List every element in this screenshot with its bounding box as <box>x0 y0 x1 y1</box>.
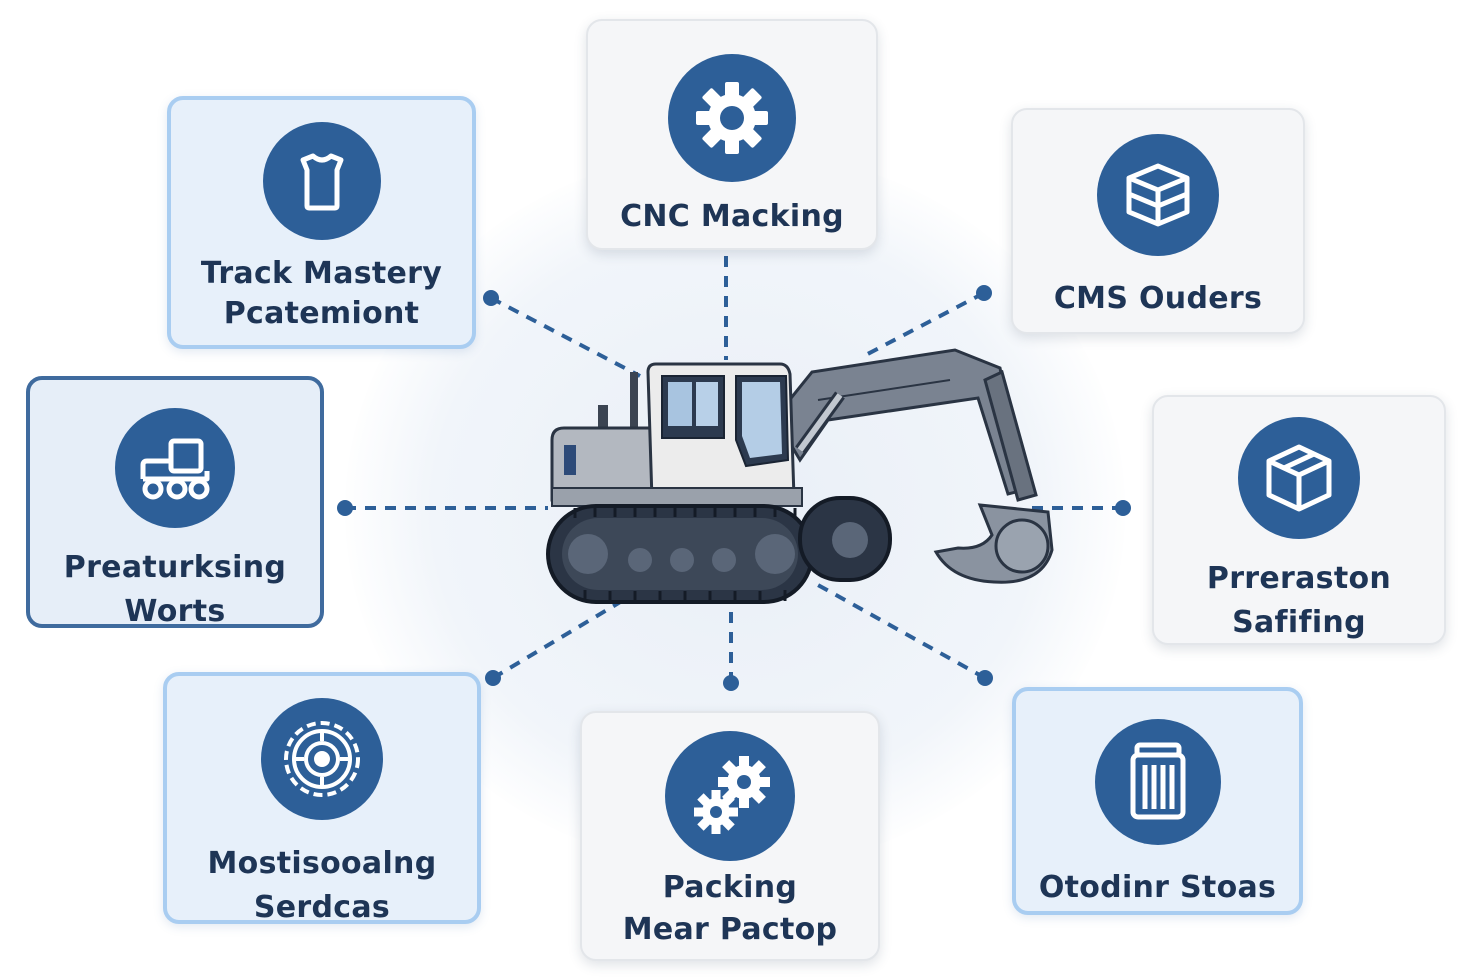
label-line: CMS Ouders <box>1053 281 1263 316</box>
tractor-icon <box>115 408 235 528</box>
connector-dot-otodinr <box>977 670 993 686</box>
card-label: Preaturksing Worts <box>64 546 286 634</box>
connector-dot-most <box>485 670 501 686</box>
label-line: Packing <box>662 870 798 905</box>
box-icon <box>1097 134 1219 256</box>
card-label: CNC Macking <box>620 196 844 238</box>
label-line: Track Mastery <box>200 256 443 291</box>
label-line: Safifing <box>1232 605 1366 640</box>
connector-dot-packing <box>723 675 739 691</box>
label-line: CNC Macking <box>620 199 844 234</box>
label-line: Worts <box>124 594 226 629</box>
label-line: Serdcas <box>253 890 391 925</box>
label-line: Pcatemiont <box>223 296 420 331</box>
label-line: Mear Pactop <box>622 912 838 947</box>
target-gear-icon <box>261 698 383 820</box>
excavator-image <box>546 348 1054 604</box>
connector-track <box>490 296 641 378</box>
card-label: Mostisooalng Serdcas <box>208 842 437 930</box>
gear-icon <box>668 54 796 182</box>
filter-cartridge-icon <box>1094 719 1221 845</box>
label-line: Prreraston <box>1206 561 1392 596</box>
card-packing-mear-pactop[interactable]: Packing Mear Pactop <box>580 711 880 961</box>
card-mostisooalng-serdcas[interactable]: Mostisooalng Serdcas <box>163 672 481 925</box>
card-cms-ouders[interactable]: CMS Ouders <box>1011 108 1305 334</box>
connector-dot-prreraston <box>1115 500 1131 516</box>
card-preaturksing-worts[interactable]: Preaturksing Worts <box>26 376 324 629</box>
card-track-mastery[interactable]: Track Mastery Pcatemiont <box>167 96 476 349</box>
label-line: Preaturksing <box>63 550 287 585</box>
label-line: Mostisooalng <box>207 846 437 881</box>
card-label: Track Mastery Pcatemiont <box>201 254 442 334</box>
connector-most <box>491 593 634 680</box>
card-cnc-macking[interactable]: CNC Macking <box>586 19 878 250</box>
card-label: CMS Ouders <box>1054 278 1262 320</box>
card-otodinr-stoas[interactable]: Otodinr Stoas <box>1012 687 1303 915</box>
connector-dot-cms <box>976 285 992 301</box>
label-line: Otodinr Stoas <box>1038 870 1277 905</box>
cube-icon <box>1238 417 1360 539</box>
card-label: Prreraston Safifing <box>1207 557 1391 645</box>
gears-icon <box>665 731 795 861</box>
connector-cms <box>859 291 985 360</box>
shirt-icon <box>262 122 381 240</box>
card-label: Otodinr Stoas <box>1039 867 1276 909</box>
card-prreraston-safifing[interactable]: Prreraston Safifing <box>1152 395 1446 645</box>
connector-otodinr <box>817 583 986 680</box>
card-label: Packing Mear Pactop <box>623 867 838 951</box>
connector-dot-preat <box>337 500 353 516</box>
connector-dot-track <box>483 290 499 306</box>
